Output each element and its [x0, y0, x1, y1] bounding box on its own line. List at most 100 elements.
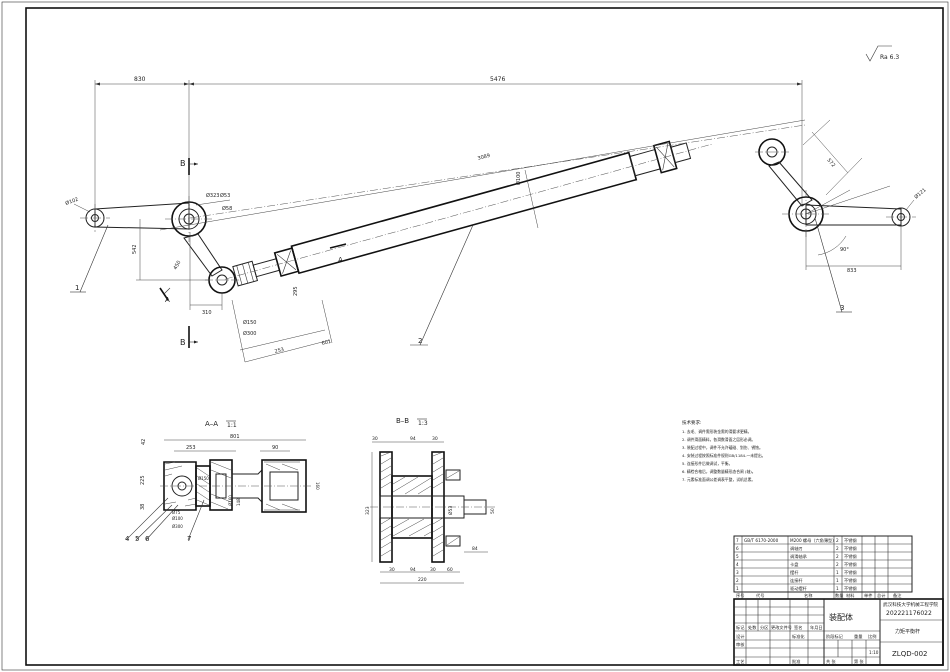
angle-90: 90° — [840, 247, 849, 253]
technical-notes: 技术要求: 1. 去毛、调件需形装金需的滑要求更精。 2. 调件滑面精料，各滑数… — [682, 419, 765, 482]
section-b-top-marker: B — [180, 158, 198, 175]
bom-r6-qty: 2 — [836, 546, 839, 551]
section-aa-scale: 1:1 — [227, 422, 237, 429]
note-line-5: 5. 连接形件后做调试，平衡。 — [682, 461, 732, 466]
bom-r3-qty: 1 — [836, 570, 839, 575]
bb-hatch — [380, 451, 460, 557]
dim-601: 601 — [321, 339, 332, 347]
roughness-symbol: Ra 6.3 — [865, 45, 899, 62]
dim-3089: 3089 — [477, 153, 491, 162]
bom-r4-name: 卡盘 — [790, 561, 798, 568]
tb-sheet-no: 第 张 — [854, 658, 865, 665]
dia-58: Ø58 — [222, 205, 232, 212]
bom-r7-no: 7 — [736, 538, 739, 543]
note-line-3: 3. 装配过程中，调件不允许磕碰、划伤、锈蚀。 — [682, 445, 763, 450]
bom-r2-no: 2 — [736, 578, 739, 583]
bom-r7-mat: 不锈钢 — [844, 537, 857, 544]
dim-830: 830 — [134, 76, 146, 83]
dim-833: 833 — [847, 268, 857, 274]
note-line-7: 7. 元素标准面调公差调表平整，试机总素。 — [682, 477, 755, 482]
bom-r1-mat: 不锈钢 — [844, 585, 857, 592]
balloon-3: 3 — [840, 304, 844, 312]
dia-150: Ø150 — [243, 319, 256, 326]
bom-r1-qty: 1 — [836, 586, 839, 591]
left-hub — [165, 196, 213, 242]
bom-r2-mat: 不锈钢 — [844, 577, 857, 584]
tb-drawing-no: ZLQD-002 — [892, 650, 927, 658]
section-aa-title: A–A — [205, 420, 218, 428]
tb-drawing-title: 装配体 — [829, 612, 853, 622]
tb-count: 处数 — [748, 624, 757, 631]
bb-dim-30a: 30 — [372, 436, 378, 442]
notes-heading: 技术要求: — [682, 419, 702, 426]
section-aa-view: A–A 1:1 801 253 90 42 225 38 Ø150 Ø160 — [125, 420, 320, 543]
bom-h-weight: 单件 — [864, 592, 872, 599]
bom-r3-mat: 不锈钢 — [844, 569, 857, 576]
bb-dim-30b: 30 — [432, 436, 438, 442]
bom-r1-no: 1 — [736, 586, 739, 591]
aa-dim-253: 253 — [186, 445, 196, 451]
dim-295: 295 — [293, 286, 299, 296]
left-link — [183, 233, 223, 277]
dia-100: Ø100 — [515, 172, 522, 185]
section-a-left-label: A — [165, 296, 170, 304]
section-b-top-label: B — [180, 159, 186, 168]
bom-table: 7 GB/T 6170-2000 M200 螺母（六角薄型） 2 不锈钢 6 调… — [733, 535, 913, 600]
bb-dim-220: 220 — [418, 577, 427, 583]
dim-542: 542 — [132, 244, 138, 254]
section-bb-title: B–B — [396, 417, 409, 425]
aa-balloon-4: 4 — [125, 535, 130, 543]
tb-standard: 标准化 — [792, 633, 805, 640]
right-link — [768, 161, 813, 207]
aa-balloon-6: 6 — [145, 535, 150, 543]
aa-dim-148: 148 — [236, 498, 241, 506]
tb-sheet-total: 共 张 — [826, 658, 837, 665]
bom-r5-mat: 不锈钢 — [844, 553, 857, 560]
bom-h-qty: 数量 — [835, 592, 843, 599]
balloon-2: 2 — [418, 337, 422, 345]
tb-design: 设计 — [736, 633, 744, 640]
aa-dim-38: 38 — [140, 504, 146, 510]
tb-stage-mark: 阶段标记 — [826, 633, 844, 640]
bom-r2-name: 连接杆 — [790, 577, 803, 584]
dim-572: 572 — [825, 157, 836, 168]
bom-r4-mat: 不锈钢 — [844, 561, 857, 568]
bom-r4-qty: 2 — [836, 562, 839, 567]
tb-scale: 比例 — [868, 633, 876, 640]
bom-r4-no: 4 — [736, 562, 739, 567]
bb-dim-60: 60 — [447, 567, 453, 573]
aa-dim-160r: 160 — [315, 482, 320, 490]
aa-dim-42: 42 — [141, 439, 147, 445]
tb-review: 审核 — [736, 641, 745, 648]
bb-dim-84: 84 — [472, 546, 478, 552]
tb-date: 年月日 — [810, 624, 823, 631]
tb-approve: 批准 — [792, 658, 800, 665]
dia-102-left: Ø102 — [64, 196, 79, 207]
aa-dim-90: 90 — [272, 445, 278, 451]
bom-h-code: 代号 — [756, 592, 764, 599]
bom-r7-qty: 2 — [836, 538, 839, 543]
dia-323: Ø323 — [206, 192, 219, 199]
inner-frame — [25, 7, 944, 666]
bom-r5-qty: 2 — [836, 554, 839, 559]
bom-r6-mat: 不锈钢 — [844, 545, 857, 552]
bom-r3-no: 3 — [736, 570, 739, 575]
note-line-6: 6. 精检合格后，调整数量精形态合闸 (轴)。 — [682, 469, 756, 474]
bom-h-no: 序号 — [736, 592, 744, 599]
bom-r6-no: 6 — [736, 546, 739, 551]
bom-r7-name: M200 螺母（六角薄型） — [790, 537, 836, 544]
note-line-4: 4. 安装过程按照标准件规则GB/1184-一未提出。 — [682, 453, 765, 458]
aa-balloon-7: 7 — [187, 535, 191, 543]
bom-r5-no: 5 — [736, 554, 739, 559]
section-b-bottom-label: B — [180, 338, 186, 347]
section-bb-view: B–B 1:3 30 94 30 323 Ø53 50 84 — [365, 417, 496, 584]
tb-zone: 分区 — [760, 624, 768, 631]
aa-hatch-1 — [164, 461, 197, 507]
bb-dim-50: 50 — [490, 508, 496, 514]
bom-h-name: 名称 — [804, 592, 812, 599]
dia-300: Ø300 — [243, 330, 256, 337]
tb-mark: 标记 — [736, 624, 745, 631]
bom-r7-code: GB/T 6170-2000 — [744, 538, 779, 543]
